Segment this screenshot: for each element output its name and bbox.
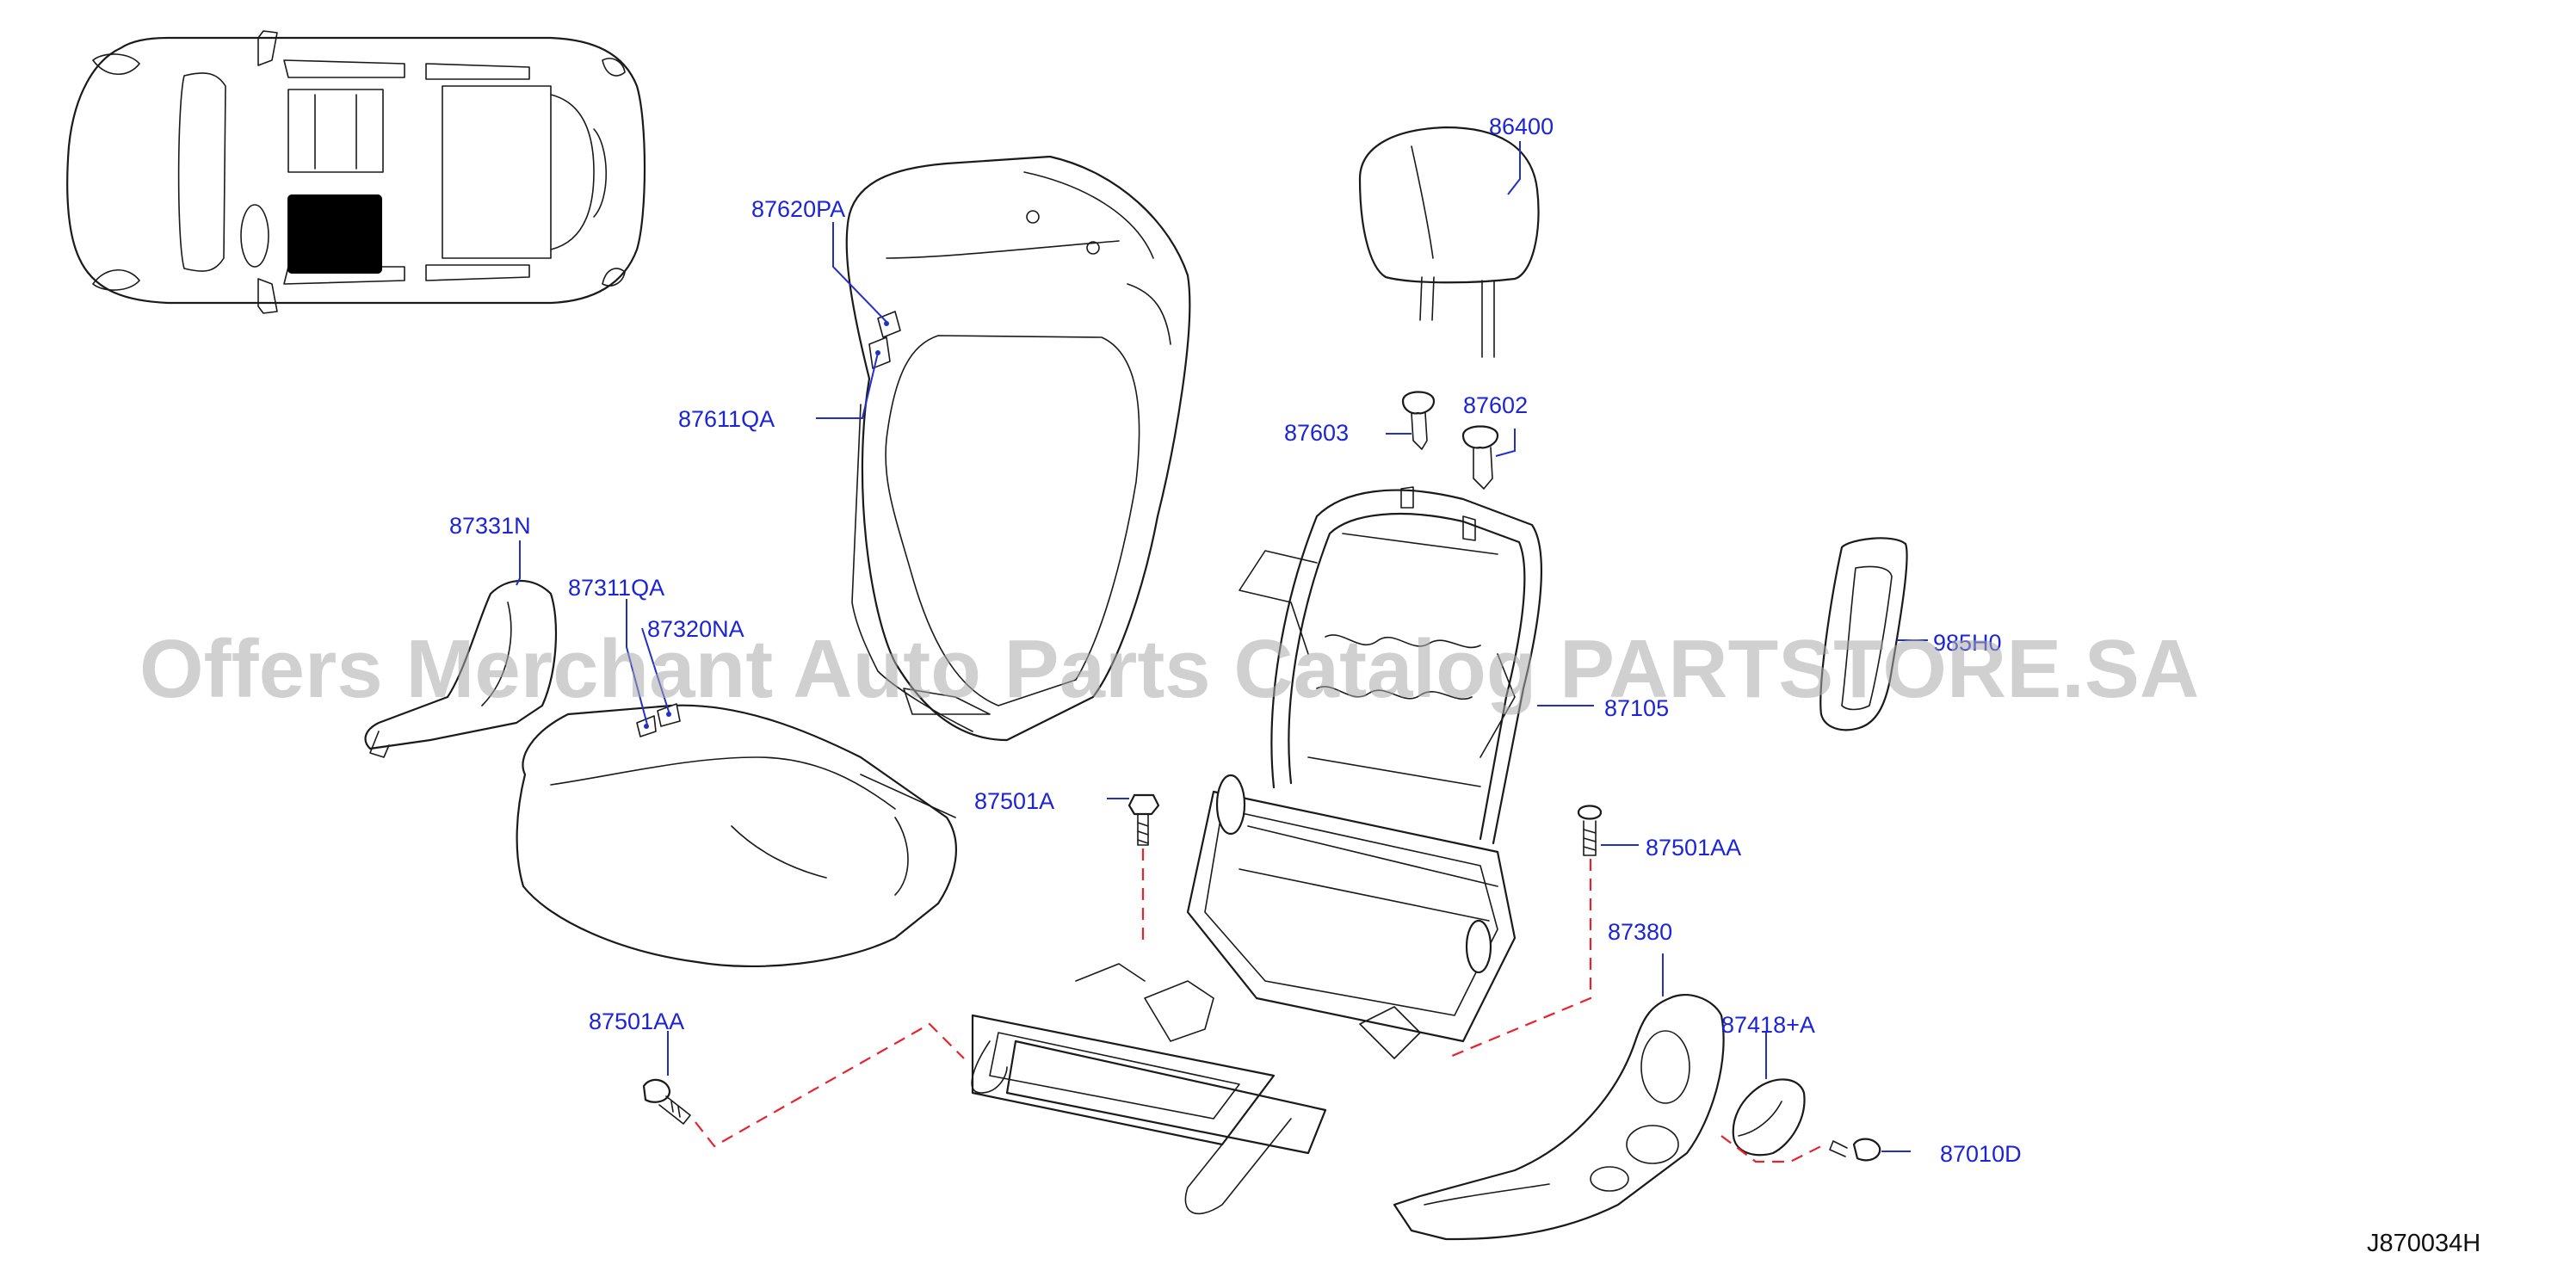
screw-87010d bbox=[1829, 1138, 1881, 1162]
label-headrest: 86400 bbox=[1489, 114, 1554, 139]
seat-cushion bbox=[516, 703, 957, 968]
side-airbag-module bbox=[1819, 537, 1908, 731]
label-back-cover-pad: 87620PA bbox=[751, 196, 845, 222]
highlighted-seat-position-icon bbox=[287, 194, 382, 274]
vehicle-top-view-icon bbox=[66, 30, 646, 314]
label-back-cover-clip: 87611QA bbox=[678, 406, 775, 432]
label-headrest-guide-lock: 87603 bbox=[1284, 420, 1349, 446]
leader-lines bbox=[516, 141, 1928, 1152]
inner-side-cover bbox=[364, 579, 558, 758]
label-cushion-cover-pad: 87320NA bbox=[647, 616, 744, 642]
fastener-routes bbox=[695, 848, 1825, 1163]
label-recliner-knob: 87418+A bbox=[1721, 1012, 1815, 1038]
side-finisher bbox=[1393, 994, 1725, 1241]
seat-back-cover bbox=[845, 155, 1191, 742]
label-side-airbag-module: 985H0 bbox=[1933, 630, 2002, 656]
label-bolt-87501aa-left: 87501AA bbox=[589, 1009, 684, 1034]
label-bolt-87501a: 87501A bbox=[974, 788, 1054, 814]
label-bolt-87501aa-right: 87501AA bbox=[1646, 835, 1741, 861]
bolt-87501aa-right bbox=[1577, 805, 1603, 856]
bolt-87501aa-left bbox=[642, 1078, 691, 1125]
bolt-87501a bbox=[1127, 793, 1160, 846]
part-labels: 86400 87620PA 87611QA 87603 87602 87331N… bbox=[449, 114, 2022, 1167]
seat-frame bbox=[971, 486, 1542, 1215]
label-inner-side-cover: 87331N bbox=[449, 513, 531, 539]
label-seat-frame: 87105 bbox=[1604, 695, 1669, 721]
watermark-text: Offers Merchant Auto Parts Catalog PARTS… bbox=[139, 623, 2199, 715]
label-screw: 87010D bbox=[1940, 1141, 2022, 1167]
headrest bbox=[1358, 126, 1540, 358]
label-side-finisher: 87380 bbox=[1608, 919, 1672, 945]
label-cushion-cover-clip: 87311QA bbox=[568, 575, 664, 601]
headrest-guide-lock bbox=[1401, 391, 1436, 450]
headrest-guide-free bbox=[1461, 425, 1499, 490]
label-headrest-guide-free: 87602 bbox=[1463, 392, 1528, 418]
diagram-reference-code: J870034H bbox=[2367, 1230, 2480, 1257]
recliner-knob bbox=[1732, 1078, 1806, 1157]
